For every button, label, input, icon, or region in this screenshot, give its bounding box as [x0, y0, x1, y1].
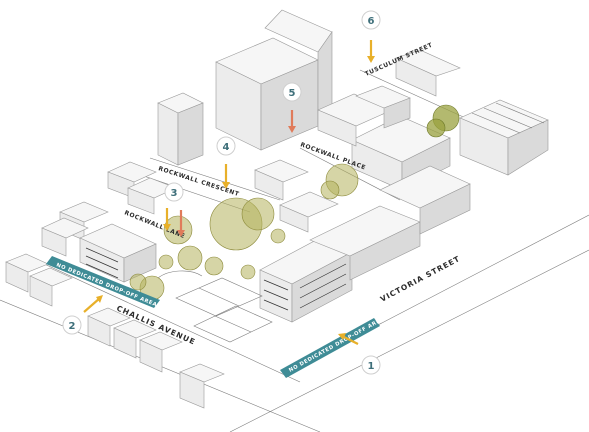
viewpoint-arrow-icon	[222, 164, 230, 189]
marker-4: 4	[216, 136, 236, 156]
svg-text:2: 2	[69, 321, 76, 332]
marker-5: 5	[282, 82, 302, 102]
viewpoint-arrow-icon	[177, 210, 185, 237]
svg-text:3: 3	[171, 188, 178, 199]
sports-courts	[157, 270, 273, 343]
challis-houses	[5, 253, 225, 409]
background-buildings	[157, 9, 333, 201]
marker-1: 1	[361, 355, 381, 375]
viewpoint-arrow-icon	[288, 110, 296, 133]
viewpoint-arrow-icon	[83, 295, 103, 313]
svg-text:1: 1	[368, 361, 375, 372]
crescent-houses	[41, 161, 177, 257]
rockwall-lane-building	[79, 223, 157, 283]
viewpoint-arrow-icon	[367, 40, 375, 63]
victoria-terraces	[395, 49, 549, 176]
svg-text:5: 5	[289, 88, 296, 99]
school-complex	[259, 85, 471, 323]
victoria-street-label: VICTORIA STREET	[379, 254, 462, 304]
marker-6: 6	[361, 10, 381, 30]
svg-text:4: 4	[223, 142, 230, 153]
marker-2: 2	[62, 315, 82, 335]
svg-text:6: 6	[368, 16, 375, 27]
viewpoint-arrow-icon	[163, 208, 171, 231]
marker-3: 3	[164, 182, 184, 202]
viewpoint-arrow-icon	[338, 333, 359, 345]
viewpoint-arrows	[83, 40, 375, 345]
